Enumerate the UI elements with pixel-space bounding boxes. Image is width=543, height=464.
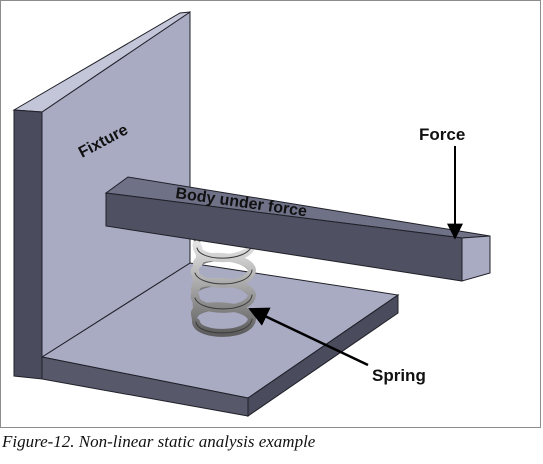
beam bbox=[104, 176, 491, 282]
base-plate-side-face bbox=[247, 294, 399, 417]
nonlinear-analysis-diagram: Fixture Body under force Force Spring bbox=[12, 11, 491, 417]
spring-arrow bbox=[248, 307, 369, 367]
spring-label: Spring bbox=[372, 366, 426, 385]
spring-coil-front bbox=[190, 240, 257, 337]
force-label: Force bbox=[419, 125, 465, 144]
fixture-wall-side-face bbox=[13, 109, 43, 380]
beam-end-face bbox=[461, 235, 491, 282]
spring-coil-outline bbox=[194, 244, 253, 334]
figure-caption: Figure-12. Non-linear static analysis ex… bbox=[2, 432, 316, 451]
fixture-wall bbox=[12, 11, 191, 380]
